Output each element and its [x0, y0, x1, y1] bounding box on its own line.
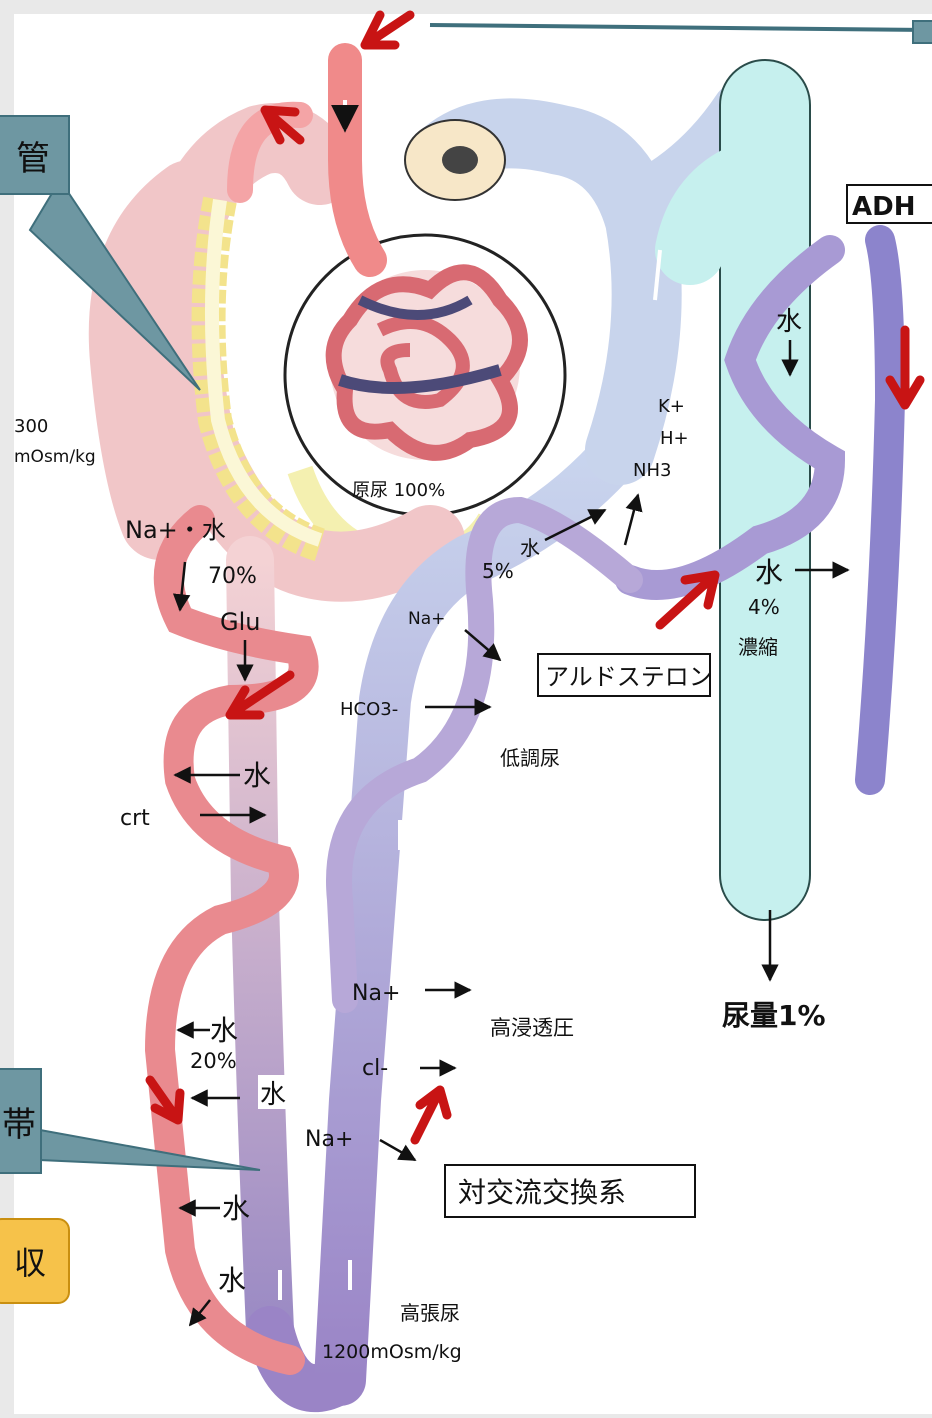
water-box-label: 水 [260, 1080, 286, 1110]
water-5-label: 水 [520, 536, 540, 560]
aldosterone-label: アルドステロン [545, 663, 713, 691]
crt-label: crt [120, 806, 150, 831]
descending-limb [250, 560, 270, 1330]
osm-300-label: 300 [14, 416, 48, 437]
hco3-label: HCO3- [340, 699, 398, 720]
adh-label: ADH [852, 192, 915, 222]
hyper-urine-label: 高張尿 [400, 1301, 460, 1325]
osm-1200-label: 1200mOsm/kg [322, 1341, 462, 1363]
callout-bottom-left-text: 収 [14, 1238, 46, 1284]
high-osm-label: 高浸透圧 [490, 1016, 574, 1040]
osm-unit-label: mOsm/kg [14, 447, 96, 467]
callout-top-left-text: 管 [16, 131, 50, 180]
glomerulus [330, 270, 520, 460]
callout-mid-left: 帯 [0, 1068, 42, 1174]
water-b-label: 水 [222, 1192, 250, 1225]
pct-5-label: 5% [482, 559, 514, 583]
macula-densa [405, 120, 505, 200]
callout-bottom-left: 収 [0, 1218, 70, 1304]
nh3-label: NH3 [633, 460, 671, 481]
callout-mid-left-text: 帯 [2, 1097, 36, 1146]
glu-label: Glu [220, 608, 260, 636]
callout-top-right [912, 20, 932, 44]
na-plus-3-label: Na+ [305, 1127, 353, 1152]
na-plus-2-label: Na+ [352, 981, 400, 1006]
callout-top-left: 管 [0, 115, 70, 195]
water-a-label: 水 [243, 759, 271, 792]
primary-urine-label: 原尿 100% [352, 480, 445, 501]
water-cd1-label: 水 [776, 307, 802, 337]
low-tonic-label: 低調尿 [500, 746, 560, 770]
cl-label: cl- [362, 1056, 388, 1081]
na-water-label: Na+・水 [125, 516, 226, 544]
pct-20-label: 20% [190, 1049, 237, 1073]
countercurrent-label: 対交流交換系 [458, 1176, 626, 1209]
pct-4-label: 4% [748, 595, 780, 619]
k-label: K+ [658, 396, 685, 417]
h-label: H+ [660, 428, 689, 449]
concentrate-label: 濃縮 [738, 635, 778, 659]
na-plus-1-label: Na+ [408, 609, 445, 629]
water-20-label: 水 [210, 1014, 238, 1047]
urine-1-label: 尿量1% [722, 999, 826, 1032]
water-c-label: 水 [218, 1264, 246, 1297]
pct-70-label: 70% [208, 564, 257, 589]
water-cd2-label: 水 [755, 556, 783, 589]
